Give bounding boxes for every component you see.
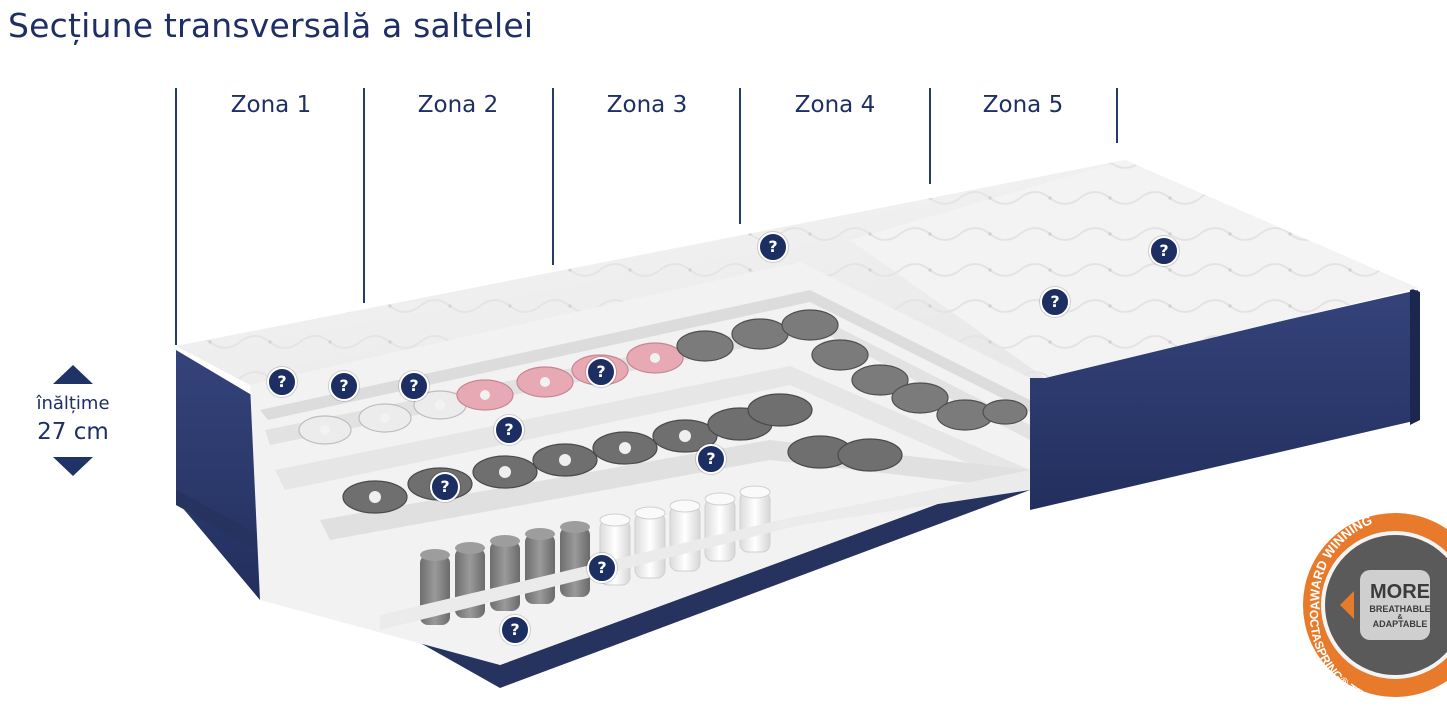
- height-down-arrow-icon[interactable]: [53, 457, 93, 476]
- hotspot-quilted-surface[interactable]: ?: [1149, 236, 1179, 266]
- hotspot-top-layer-zone1[interactable]: ?: [267, 367, 297, 397]
- hotspot-pocket-springs[interactable]: ?: [587, 553, 617, 583]
- hotspot-middle-springs[interactable]: ?: [430, 472, 460, 502]
- height-up-arrow-icon[interactable]: [53, 365, 93, 384]
- hotspot-comfort-layer-zone1[interactable]: ?: [329, 371, 359, 401]
- hotspot-top-cover[interactable]: ?: [758, 232, 788, 262]
- hotspot-base-foam[interactable]: ?: [500, 615, 530, 645]
- hotspot-octaspring-pink[interactable]: ?: [586, 357, 616, 387]
- hotspot-foam-layer[interactable]: ?: [494, 415, 524, 445]
- hotspot-octaspring-white[interactable]: ?: [399, 371, 429, 401]
- hotspot-fabric-side[interactable]: ?: [1040, 287, 1070, 317]
- hotspot-octaspring-gray[interactable]: ?: [696, 444, 726, 474]
- height-value: 27 cm: [28, 419, 118, 445]
- height-label: înălțime: [28, 393, 118, 414]
